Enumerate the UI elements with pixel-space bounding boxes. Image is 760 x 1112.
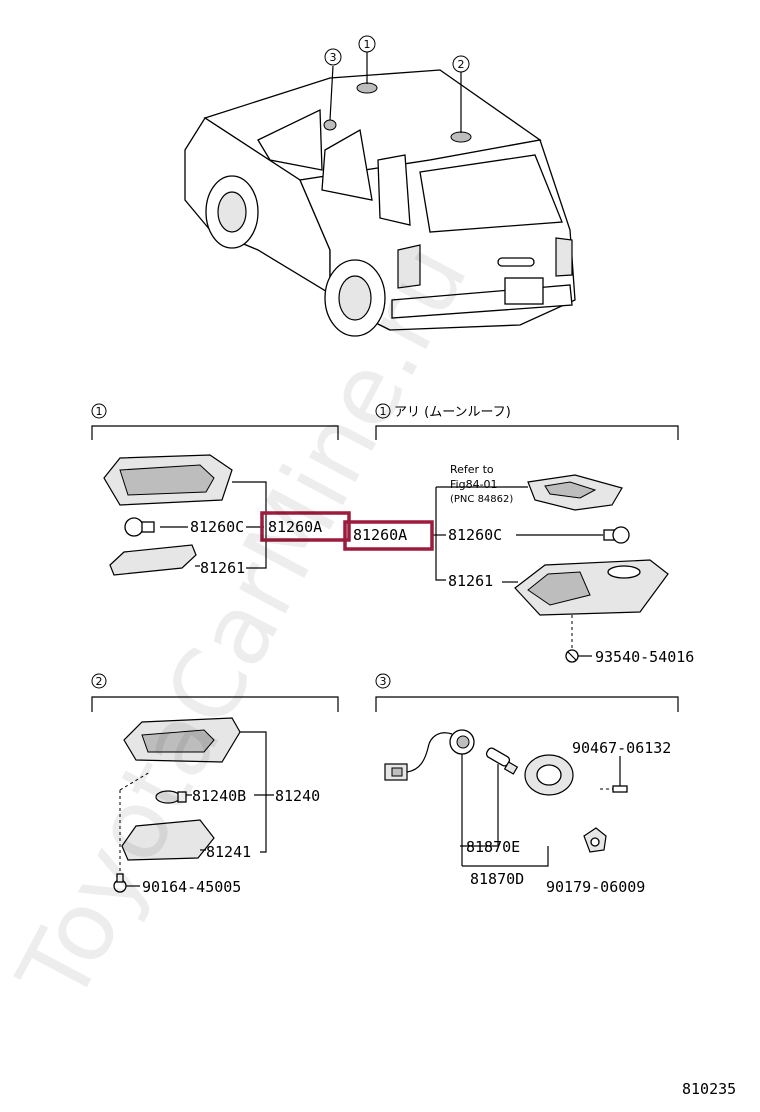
highlighted-part-81260A: 81260A [268,518,322,536]
svg-text:81260C: 81260C [190,518,244,536]
svg-text:Refer to: Refer to [450,463,494,476]
svg-text:81870D: 81870D [470,870,524,888]
svg-text:アリ (ムーンルーフ): アリ (ムーンルーフ) [394,405,511,420]
section-3: 3 90467-06132 [375,673,679,896]
highlight-box [260,511,351,542]
lamp-ring [524,754,574,796]
bulb-icon [155,790,187,804]
bulb-icon [485,747,519,775]
svg-text:81241: 81241 [206,843,251,861]
callout-2: 2 [452,55,470,73]
svg-text:1: 1 [380,405,387,418]
callout-3: 3 [324,48,342,66]
svg-text:90164-45005: 90164-45005 [142,878,241,896]
diagram-id: 810235 [682,1080,736,1098]
cargo-lamp-lens [121,819,215,861]
lamp-socket [449,729,475,755]
vehicle-illustration [184,52,576,337]
section-2: 2 81240B 81241 81240 90164-45005 [91,673,339,896]
svg-text:1: 1 [96,405,103,418]
svg-text:81870E: 81870E [466,838,520,856]
screw-icon [565,649,579,663]
connector-icon [384,763,408,781]
svg-text:81261: 81261 [200,559,245,577]
svg-text:1: 1 [364,38,371,51]
highlighted-part-81260A: 81260A [353,526,407,544]
svg-text:3: 3 [380,675,387,688]
svg-text:81240B: 81240B [192,787,246,805]
svg-text:81240: 81240 [275,787,320,805]
section-1-moonroof: 1 アリ (ムーンルーフ) Refer to Fig84-01 (PNC 848… [343,403,694,666]
svg-text:(PNC 84862): (PNC 84862) [450,494,513,505]
svg-text:3: 3 [330,51,337,64]
cap-icon [583,827,607,853]
small-bulb-icon [612,785,628,793]
svg-text:81260C: 81260C [448,526,502,544]
svg-text:93540-54016: 93540-54016 [595,648,694,666]
screw-icon [113,873,127,893]
svg-text:Fig84-01: Fig84-01 [450,478,498,491]
svg-text:81261: 81261 [448,572,493,590]
callout-1: 1 [358,35,376,53]
bulb-icon [603,526,630,544]
room-lamp-lens [109,544,197,576]
svg-text:90179-06009: 90179-06009 [546,878,645,896]
svg-text:2: 2 [458,58,465,71]
section-1: 1 81260C 81261 81260A [91,403,351,577]
bulb-icon [124,517,155,537]
svg-text:2: 2 [96,675,103,688]
highlight-box [343,520,434,551]
svg-text:90467-06132: 90467-06132 [572,739,671,757]
